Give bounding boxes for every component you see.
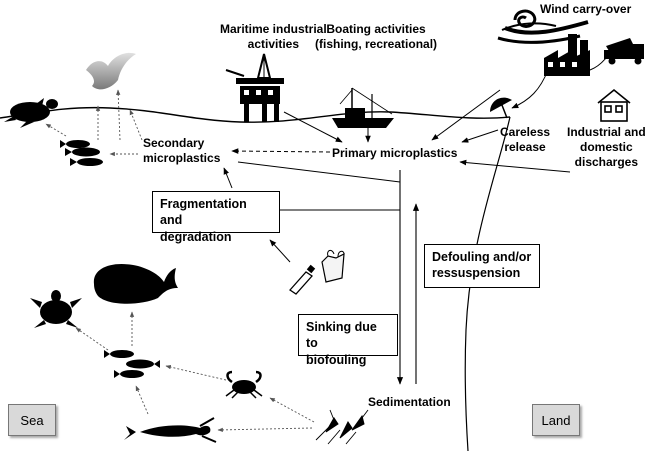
fish-icon [104, 350, 160, 378]
zooplankton-icon [315, 409, 369, 445]
box-fragmentation: Fragmentation and degradation [152, 191, 280, 244]
corner-land: Land [532, 404, 580, 436]
box-sinking: Sinking due to biofouling [298, 314, 398, 367]
label-boating: Boating activities (fishing, recreationa… [315, 22, 438, 51]
arrow-careless [461, 129, 499, 143]
label-maritime: Maritime industrial activities [220, 22, 327, 51]
factory-icon [544, 34, 590, 76]
corner-sea: Sea [8, 404, 56, 436]
box-defouling: Defouling and/or ressuspension [424, 244, 540, 288]
arrow-wind [431, 89, 501, 141]
arrow-plankton-crab [269, 397, 315, 423]
plastic-bag-icon [321, 249, 345, 283]
lobster-icon [124, 417, 217, 443]
arrow-primary-secondary [231, 148, 331, 154]
label-industrial: Industrial and domestic discharges [567, 125, 646, 169]
dump-truck-icon [604, 38, 644, 65]
fishing-boat-icon [332, 87, 394, 128]
label-careless: Careless release [500, 125, 551, 154]
crab-icon [225, 370, 263, 399]
oil-platform-icon [225, 53, 284, 122]
arrow-fish-bird [116, 89, 121, 141]
arrow-lobster-fish [135, 385, 149, 415]
arrow-industrial [459, 159, 571, 173]
arrow-fragmentation-secondary [223, 167, 233, 189]
arrow-fish-turtle-deep [75, 327, 109, 351]
plastic-bottle-icon [289, 264, 316, 295]
label-secondary: Secondary microplastics [143, 136, 221, 165]
arrow-plastic-fragmentation [269, 239, 291, 263]
house-icon [597, 88, 631, 122]
label-primary: Primary microplastics [332, 146, 458, 160]
arrow-secondary-surface [129, 109, 143, 141]
arrow-maritime [283, 111, 343, 143]
sea-turtle-icon [4, 98, 58, 128]
whale-icon [93, 264, 178, 304]
seagull-icon [86, 52, 136, 90]
fish-icon [60, 140, 103, 166]
sea-surface-line [0, 106, 511, 123]
arrow-fish-turtle [45, 123, 67, 137]
arrow-plankton-lobster [217, 427, 313, 433]
sea-turtle-icon [30, 290, 82, 328]
arrow-crab-fish [165, 365, 227, 381]
arrow-factory [511, 69, 549, 109]
umbrella-icon [490, 97, 512, 119]
label-wind: Wind carry-over [540, 2, 632, 16]
link-primary-fragmentation [237, 161, 401, 183]
label-sedimentation: Sedimentation [368, 395, 451, 409]
